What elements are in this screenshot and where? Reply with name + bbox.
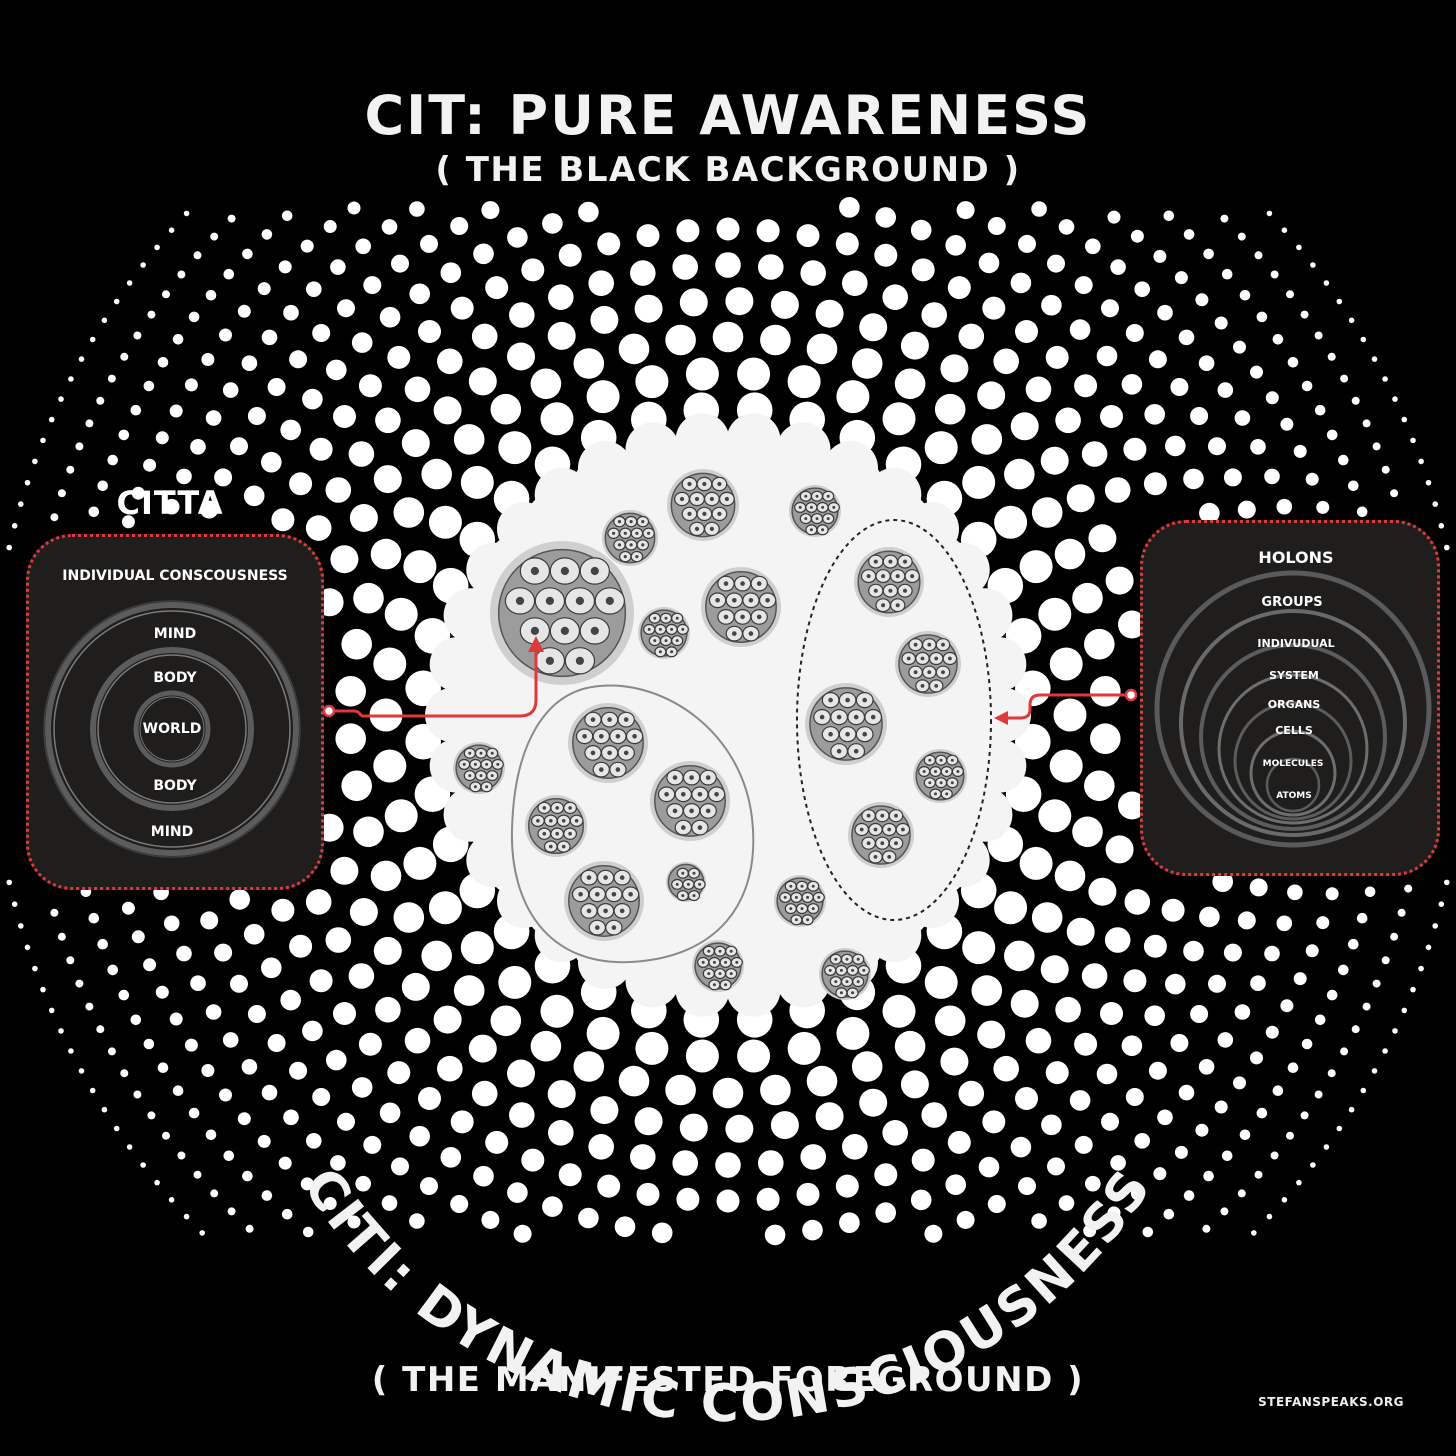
citta-ring-label: WORLD <box>143 721 202 737</box>
citta-ring-label: MIND <box>151 824 193 840</box>
holon-level-label: MOLECULES <box>1263 759 1324 769</box>
citta-heading: INDIVIDUAL CONSCOUSNESS <box>62 568 287 584</box>
site-credit: STEFANSPEAKS.ORG <box>1258 1395 1404 1409</box>
holon-level-label: CELLS <box>1275 724 1313 737</box>
citta-ring-label: MIND <box>154 626 196 642</box>
holon-level-label: ATOMS <box>1276 791 1312 801</box>
page-subtitle: ( THE BLACK BACKGROUND ) <box>0 150 1456 190</box>
holon-level-label: GROUPS <box>1261 595 1322 610</box>
holons-panel: HOLONS GROUPS INDIVUDUAL SYSTEM ORGANS C… <box>1140 520 1440 876</box>
citta-ring-label: BODY <box>153 778 196 794</box>
page-title: CIT: PURE AWARENESS <box>0 84 1456 147</box>
holon-level-label: SYSTEM <box>1269 669 1319 682</box>
citta-ring-label: BODY <box>153 670 196 686</box>
holon-level-label: INDIVUDUAL <box>1257 637 1334 650</box>
citta-title: CITTA <box>70 484 270 522</box>
holons-title: HOLONS <box>1258 548 1333 567</box>
citta-panel: INDIVIDUAL CONSCOUSNESS MIND BODY WORLD … <box>26 534 324 890</box>
footer-subtitle: ( THE MANIFESTED FOREGROUND ) <box>0 1360 1456 1400</box>
holon-level-label: ORGANS <box>1268 698 1321 711</box>
